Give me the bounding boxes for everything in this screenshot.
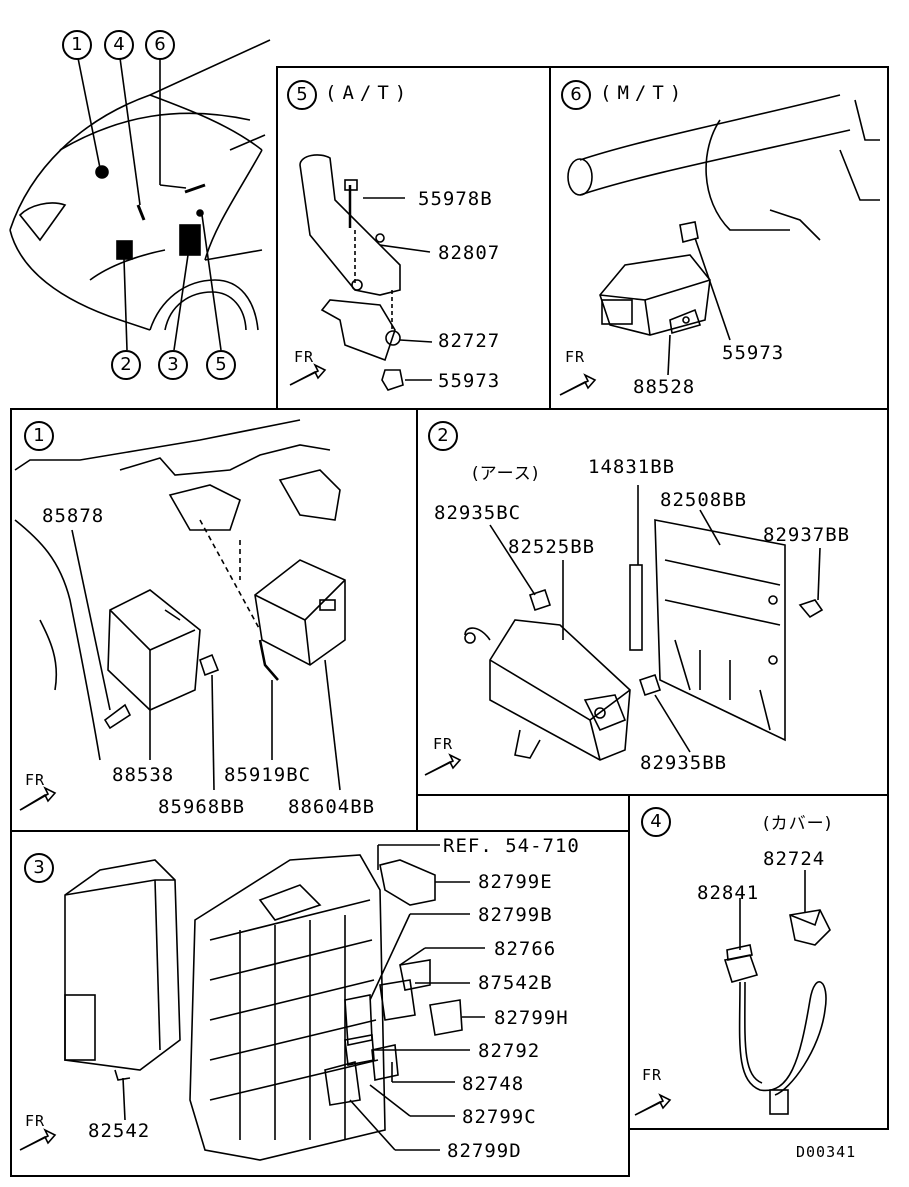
part-82937BB[interactable]: 82937BB bbox=[763, 524, 851, 546]
panel6-fr-label: FR bbox=[565, 348, 586, 366]
panel6-drawing bbox=[559, 94, 880, 396]
part-82799C[interactable]: 82799C bbox=[462, 1106, 537, 1128]
part-55973-at[interactable]: 55973 bbox=[438, 370, 501, 392]
part-82766[interactable]: 82766 bbox=[494, 938, 557, 960]
panel6-title: (M/T) bbox=[600, 82, 688, 104]
part-82799D[interactable]: 82799D bbox=[447, 1140, 522, 1162]
overview-callout-2[interactable]: 2 bbox=[111, 350, 141, 380]
overview-callout-3[interactable]: 3 bbox=[158, 350, 188, 380]
panel4-drawing bbox=[634, 870, 831, 1116]
part-82542[interactable]: 82542 bbox=[88, 1120, 151, 1142]
overview-callout-1[interactable]: 1 bbox=[62, 30, 92, 60]
part-55973-mt[interactable]: 55973 bbox=[722, 342, 785, 364]
part-82935BC[interactable]: 82935BC bbox=[434, 502, 522, 524]
part-85878[interactable]: 85878 bbox=[42, 505, 105, 527]
part-82807[interactable]: 82807 bbox=[438, 242, 501, 264]
panel4-fr-label: FR bbox=[642, 1066, 663, 1084]
part-85968BB[interactable]: 85968BB bbox=[158, 796, 246, 818]
panel4-number: 4 bbox=[641, 807, 671, 837]
panel3-number: 3 bbox=[24, 853, 54, 883]
panel5-title: (A/T) bbox=[325, 82, 413, 104]
part-82792[interactable]: 82792 bbox=[478, 1040, 541, 1062]
overview-callout-5[interactable]: 5 bbox=[206, 350, 236, 380]
part-85919BC[interactable]: 85919BC bbox=[224, 764, 312, 786]
panel6-number: 6 bbox=[561, 80, 591, 110]
panel1-fr-label: FR bbox=[25, 771, 46, 789]
part-88604BB[interactable]: 88604BB bbox=[288, 796, 376, 818]
part-82841[interactable]: 82841 bbox=[697, 882, 760, 904]
part-82799B[interactable]: 82799B bbox=[478, 904, 553, 926]
part-55978B[interactable]: 55978B bbox=[418, 188, 493, 210]
panel4-note: (カバー) bbox=[763, 814, 833, 834]
panel-4-frame bbox=[628, 794, 889, 1130]
part-82935BB[interactable]: 82935BB bbox=[640, 752, 728, 774]
ref-54-710[interactable]: REF. 54-710 bbox=[443, 835, 580, 857]
part-82748[interactable]: 82748 bbox=[462, 1073, 525, 1095]
panel5-number: 5 bbox=[287, 80, 317, 110]
panel-5-frame bbox=[276, 66, 551, 410]
panel2-fr-label: FR bbox=[433, 735, 454, 753]
panel-1-frame bbox=[10, 408, 418, 832]
panel3-drawing bbox=[19, 844, 485, 1161]
part-14831BB[interactable]: 14831BB bbox=[588, 456, 676, 478]
panel1-number: 1 bbox=[24, 421, 54, 451]
part-88538[interactable]: 88538 bbox=[112, 764, 175, 786]
panel5-drawing bbox=[289, 154, 433, 391]
part-82799E[interactable]: 82799E bbox=[478, 871, 553, 893]
panel5-fr-label: FR bbox=[294, 348, 315, 366]
overview-callout-6[interactable]: 6 bbox=[145, 30, 175, 60]
panel-6-frame bbox=[549, 66, 889, 410]
panel1-drawing bbox=[14, 419, 346, 811]
panel2-note: (アース) bbox=[472, 464, 540, 484]
panel3-fr-label: FR bbox=[25, 1112, 46, 1130]
part-82525BB[interactable]: 82525BB bbox=[508, 536, 596, 558]
part-82727[interactable]: 82727 bbox=[438, 330, 501, 352]
part-82724[interactable]: 82724 bbox=[763, 848, 826, 870]
diagram-code: D00341 bbox=[796, 1143, 857, 1161]
part-87542B[interactable]: 87542B bbox=[478, 972, 553, 994]
part-88528[interactable]: 88528 bbox=[633, 376, 696, 398]
panel2-number: 2 bbox=[428, 421, 458, 451]
overview-callout-4[interactable]: 4 bbox=[104, 30, 134, 60]
car-overview-drawing bbox=[9, 39, 271, 351]
part-82508BB[interactable]: 82508BB bbox=[660, 489, 748, 511]
panel2-drawing bbox=[424, 485, 824, 776]
part-82799H[interactable]: 82799H bbox=[494, 1007, 569, 1029]
